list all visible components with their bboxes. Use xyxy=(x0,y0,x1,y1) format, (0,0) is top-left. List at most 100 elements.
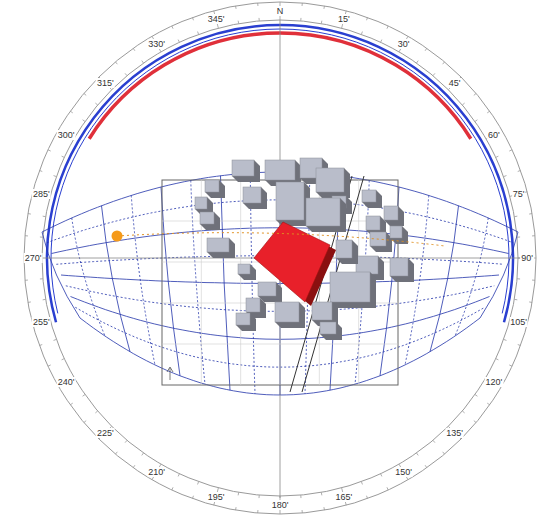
tick xyxy=(300,18,301,21)
tick xyxy=(235,6,237,9)
tick xyxy=(321,492,323,495)
building-side xyxy=(238,264,256,280)
building-roof xyxy=(366,216,380,230)
building-side xyxy=(258,282,282,302)
tick xyxy=(172,487,173,490)
tick xyxy=(48,365,51,366)
tick xyxy=(532,235,535,236)
tick xyxy=(443,62,445,64)
building-side xyxy=(390,258,414,282)
bearing-label: 300' xyxy=(57,130,76,140)
building-roof xyxy=(276,182,304,220)
tick xyxy=(475,395,477,397)
building-side xyxy=(320,322,342,340)
tick xyxy=(532,280,535,281)
tick xyxy=(115,452,117,454)
tick xyxy=(62,359,65,360)
bearing-label: 285' xyxy=(32,189,51,199)
bearing-label: 15' xyxy=(337,14,351,24)
bearing-label: 60' xyxy=(487,130,501,140)
buildings xyxy=(195,158,414,340)
building-roof xyxy=(390,258,408,276)
tick xyxy=(517,278,520,279)
bearing-label: 75' xyxy=(512,189,526,199)
tick xyxy=(302,3,303,6)
tick xyxy=(417,61,419,63)
tick xyxy=(84,93,86,95)
tick xyxy=(39,345,42,346)
tick xyxy=(367,17,368,20)
building-roof xyxy=(306,198,340,226)
building-roof xyxy=(195,197,207,209)
bearing-label: 195' xyxy=(207,492,226,502)
tick xyxy=(462,411,464,413)
tick xyxy=(433,73,435,75)
building-roof xyxy=(362,190,376,202)
tick xyxy=(257,3,258,6)
tick xyxy=(258,495,259,498)
building-side xyxy=(336,240,358,264)
tick xyxy=(48,150,51,151)
tick xyxy=(192,17,193,20)
bearing-label: 315' xyxy=(96,78,115,88)
tick xyxy=(125,73,127,75)
tick xyxy=(302,510,303,513)
tick xyxy=(142,453,144,455)
tick xyxy=(323,6,325,9)
bearing-label: 255' xyxy=(32,317,51,327)
bearing-label: 30' xyxy=(397,39,411,49)
grid-line xyxy=(131,195,155,364)
building-side xyxy=(276,182,310,226)
building-roof xyxy=(246,298,260,312)
tick xyxy=(133,48,135,50)
building-side xyxy=(232,160,260,182)
tick xyxy=(387,487,388,490)
tick xyxy=(172,26,173,29)
bearing-label: 120' xyxy=(485,377,504,387)
bearing-label: 270' xyxy=(24,253,43,263)
building-roof xyxy=(238,264,250,274)
site-grid xyxy=(162,180,398,385)
building-side xyxy=(384,206,404,226)
tick xyxy=(192,496,193,499)
tick xyxy=(518,170,521,171)
tick xyxy=(40,236,43,237)
bearing-label: 210' xyxy=(147,467,166,477)
building-roof xyxy=(356,256,378,274)
building-roof xyxy=(316,168,344,192)
site-grid-line xyxy=(240,180,241,385)
tick xyxy=(504,339,507,340)
grid-line xyxy=(161,187,180,376)
tick xyxy=(509,150,512,151)
building-side xyxy=(275,302,305,328)
tick xyxy=(95,103,97,105)
building-side xyxy=(207,238,235,258)
building-roof xyxy=(236,313,250,325)
tick xyxy=(475,120,477,122)
tick xyxy=(387,26,388,29)
bearing-label: 90' xyxy=(520,253,534,263)
building-side xyxy=(200,212,220,230)
tick xyxy=(54,176,57,177)
tick xyxy=(238,21,240,24)
sun-marker xyxy=(112,231,123,242)
tick xyxy=(115,62,117,64)
tick xyxy=(425,48,427,50)
grid-line xyxy=(72,218,105,336)
tick xyxy=(62,156,65,157)
tick xyxy=(257,510,258,513)
tick xyxy=(95,411,97,413)
building-side xyxy=(205,180,225,198)
building-side xyxy=(306,198,346,232)
tick xyxy=(425,465,427,467)
tick xyxy=(198,482,199,485)
grid-line xyxy=(221,176,231,390)
tick xyxy=(529,213,532,215)
building-side xyxy=(370,232,392,252)
tick xyxy=(28,301,31,303)
tick xyxy=(509,365,512,366)
bearing-label: 225' xyxy=(96,428,115,438)
building-side xyxy=(330,272,376,308)
tick xyxy=(462,103,464,105)
building-roof xyxy=(232,160,254,176)
